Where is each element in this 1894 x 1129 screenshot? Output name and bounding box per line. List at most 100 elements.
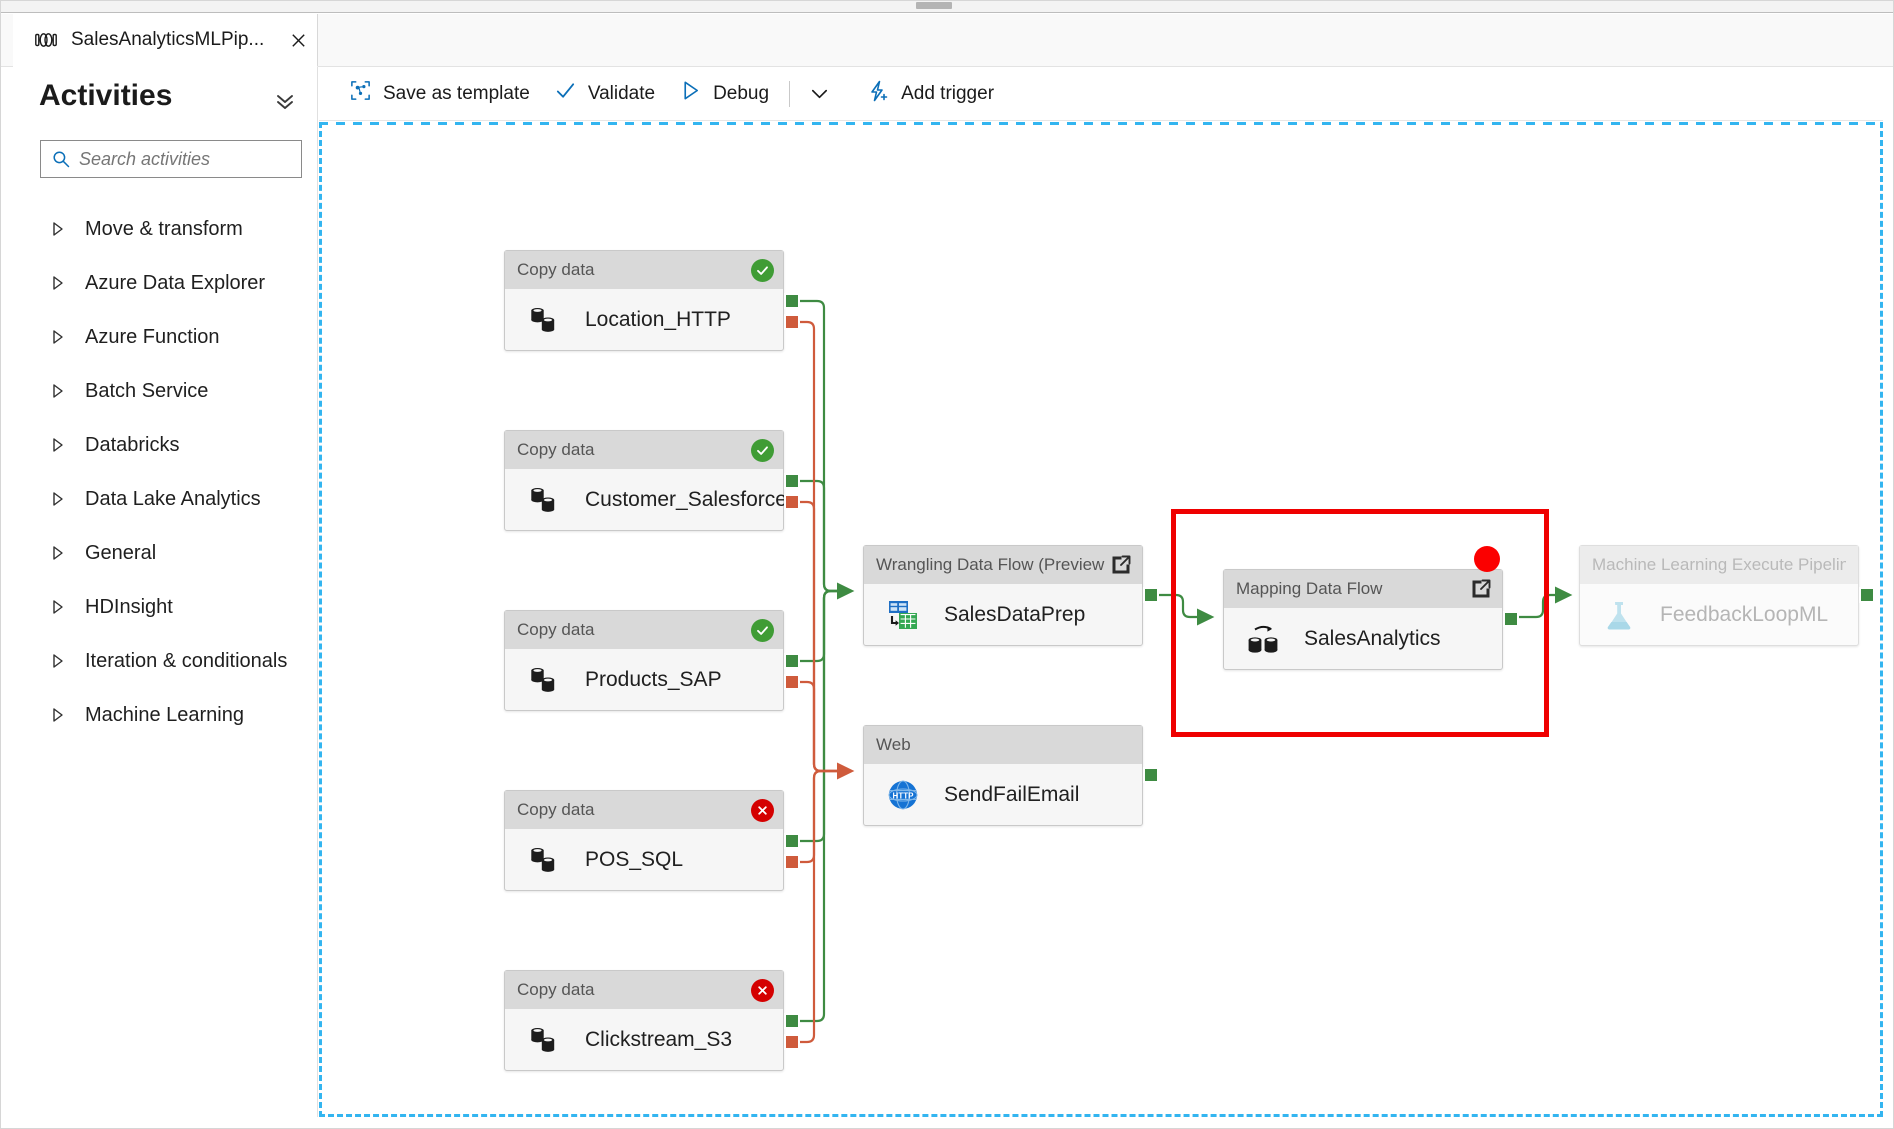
add-trigger-button[interactable]: Add trigger	[854, 72, 1006, 116]
connector-port-success[interactable]	[784, 833, 800, 849]
pipeline-icon	[35, 32, 57, 48]
activity-node-header: Copy data	[505, 971, 783, 1009]
save-as-template-button[interactable]: Save as template	[337, 72, 542, 116]
tab-label: SalesAnalyticsMLPip...	[71, 29, 265, 50]
copy-data-icon	[527, 663, 561, 697]
connector-port-success[interactable]	[1143, 767, 1159, 783]
activity-node-body: Clickstream_S3	[505, 1009, 783, 1071]
activity-node-type: Copy data	[517, 980, 595, 999]
open-external-icon[interactable]	[1109, 553, 1133, 577]
tab-pipeline[interactable]: SalesAnalyticsMLPip...	[13, 14, 318, 67]
activity-category-machine-learning[interactable]: Machine Learning	[13, 688, 318, 742]
activity-category-label: Azure Data Explorer	[85, 271, 266, 294]
activity-node-header: Wrangling Data Flow (Preview	[864, 546, 1142, 584]
activity-node-body: FeedbackLoopML	[1580, 584, 1858, 646]
activity-category-data-lake-analytics[interactable]: Data Lake Analytics	[13, 472, 318, 526]
activity-node-name: Location_HTTP	[585, 308, 731, 331]
activity-category-label: Iteration & conditionals	[85, 649, 288, 672]
activity-category-iteration-conditionals[interactable]: Iteration & conditionals	[13, 634, 318, 688]
connector-port-success[interactable]	[784, 1013, 800, 1029]
activity-category-batch-service[interactable]: Batch Service	[13, 364, 318, 418]
connector-port-success[interactable]	[784, 473, 800, 489]
connector-port-success[interactable]	[1143, 587, 1159, 603]
connector-port-failure[interactable]	[784, 854, 800, 870]
chevron-right-icon	[51, 329, 65, 345]
activity-node-header: Mapping Data Flow	[1224, 570, 1502, 608]
activities-header: Activities	[13, 67, 333, 127]
close-icon[interactable]	[288, 30, 308, 50]
copy-data-icon	[527, 1023, 561, 1057]
activity-category-label: Machine Learning	[85, 703, 244, 726]
connector-port-success[interactable]	[784, 653, 800, 669]
annotation-marker-dot	[1474, 546, 1500, 572]
connector-port-failure[interactable]	[784, 494, 800, 510]
chevron-down-icon[interactable]	[798, 72, 840, 116]
debug-button[interactable]: Debug	[667, 72, 781, 116]
activity-node-type: Copy data	[517, 800, 595, 819]
activity-node-name: POS_SQL	[585, 848, 684, 871]
validate-button[interactable]: Validate	[542, 72, 667, 116]
save-as-template-label: Save as template	[383, 82, 530, 104]
open-external-icon[interactable]	[1469, 577, 1493, 601]
status-badge-success	[751, 259, 774, 282]
save-as-template-icon	[349, 79, 372, 108]
activity-node-type: Wrangling Data Flow (Preview	[876, 555, 1105, 574]
connector-port-failure[interactable]	[784, 674, 800, 690]
activity-category-azure-function[interactable]: Azure Function	[13, 310, 318, 364]
mapping-data-flow-icon	[1246, 622, 1280, 656]
activity-category-general[interactable]: General	[13, 526, 318, 580]
double-chevron-down-icon[interactable]	[271, 87, 299, 115]
toolbar-divider	[789, 80, 791, 107]
chevron-right-icon	[51, 491, 65, 507]
chevron-right-icon	[51, 221, 65, 237]
activity-category-azure-data-explorer[interactable]: Azure Data Explorer	[13, 256, 318, 310]
activity-category-label: HDInsight	[85, 595, 173, 618]
activity-node-body: SalesDataPrep	[864, 584, 1142, 646]
activity-category-label: Databricks	[85, 433, 180, 456]
connector-port-success[interactable]	[1859, 587, 1875, 603]
activity-category-databricks[interactable]: Databricks	[13, 418, 318, 472]
search-input[interactable]	[71, 147, 315, 171]
connector-port-failure[interactable]	[784, 314, 800, 330]
search-box[interactable]	[40, 140, 315, 178]
http-globe-icon: HTTP	[886, 778, 920, 812]
lightning-bolt-icon	[866, 79, 890, 109]
activity-node-body: SalesAnalytics	[1224, 608, 1502, 670]
chevron-right-icon	[51, 437, 65, 453]
wrangling-data-flow-icon	[886, 598, 920, 632]
window-grip-handle[interactable]	[916, 2, 952, 9]
activity-node-body: POS_SQL	[505, 829, 783, 891]
chevron-right-icon	[51, 275, 65, 291]
ml-flask-icon	[1602, 598, 1636, 632]
play-triangle-icon	[679, 79, 702, 108]
activity-node-name: SalesAnalytics	[1304, 627, 1441, 650]
validate-label: Validate	[587, 82, 656, 104]
activity-category-move-transform[interactable]: Move & transform	[13, 202, 318, 256]
activity-category-label: General	[85, 541, 157, 564]
connector-port-success[interactable]	[1503, 611, 1519, 627]
activities-panel: Activities	[13, 67, 333, 1117]
activity-node-name: FeedbackLoopML	[1660, 603, 1829, 626]
svg-text:HTTP: HTTP	[893, 791, 915, 800]
status-badge-error	[751, 799, 774, 822]
connector-port-failure[interactable]	[784, 1034, 800, 1050]
connector-port-success[interactable]	[784, 293, 800, 309]
status-badge-success	[751, 439, 774, 462]
activity-node-header: Web	[864, 726, 1142, 764]
activity-category-hdinsight[interactable]: HDInsight	[13, 580, 318, 634]
activity-node-name: Clickstream_S3	[585, 1028, 733, 1051]
debug-label: Debug	[713, 82, 770, 104]
canvas-top-border	[319, 122, 1883, 125]
activity-node-type: Mapping Data Flow	[1236, 579, 1383, 598]
